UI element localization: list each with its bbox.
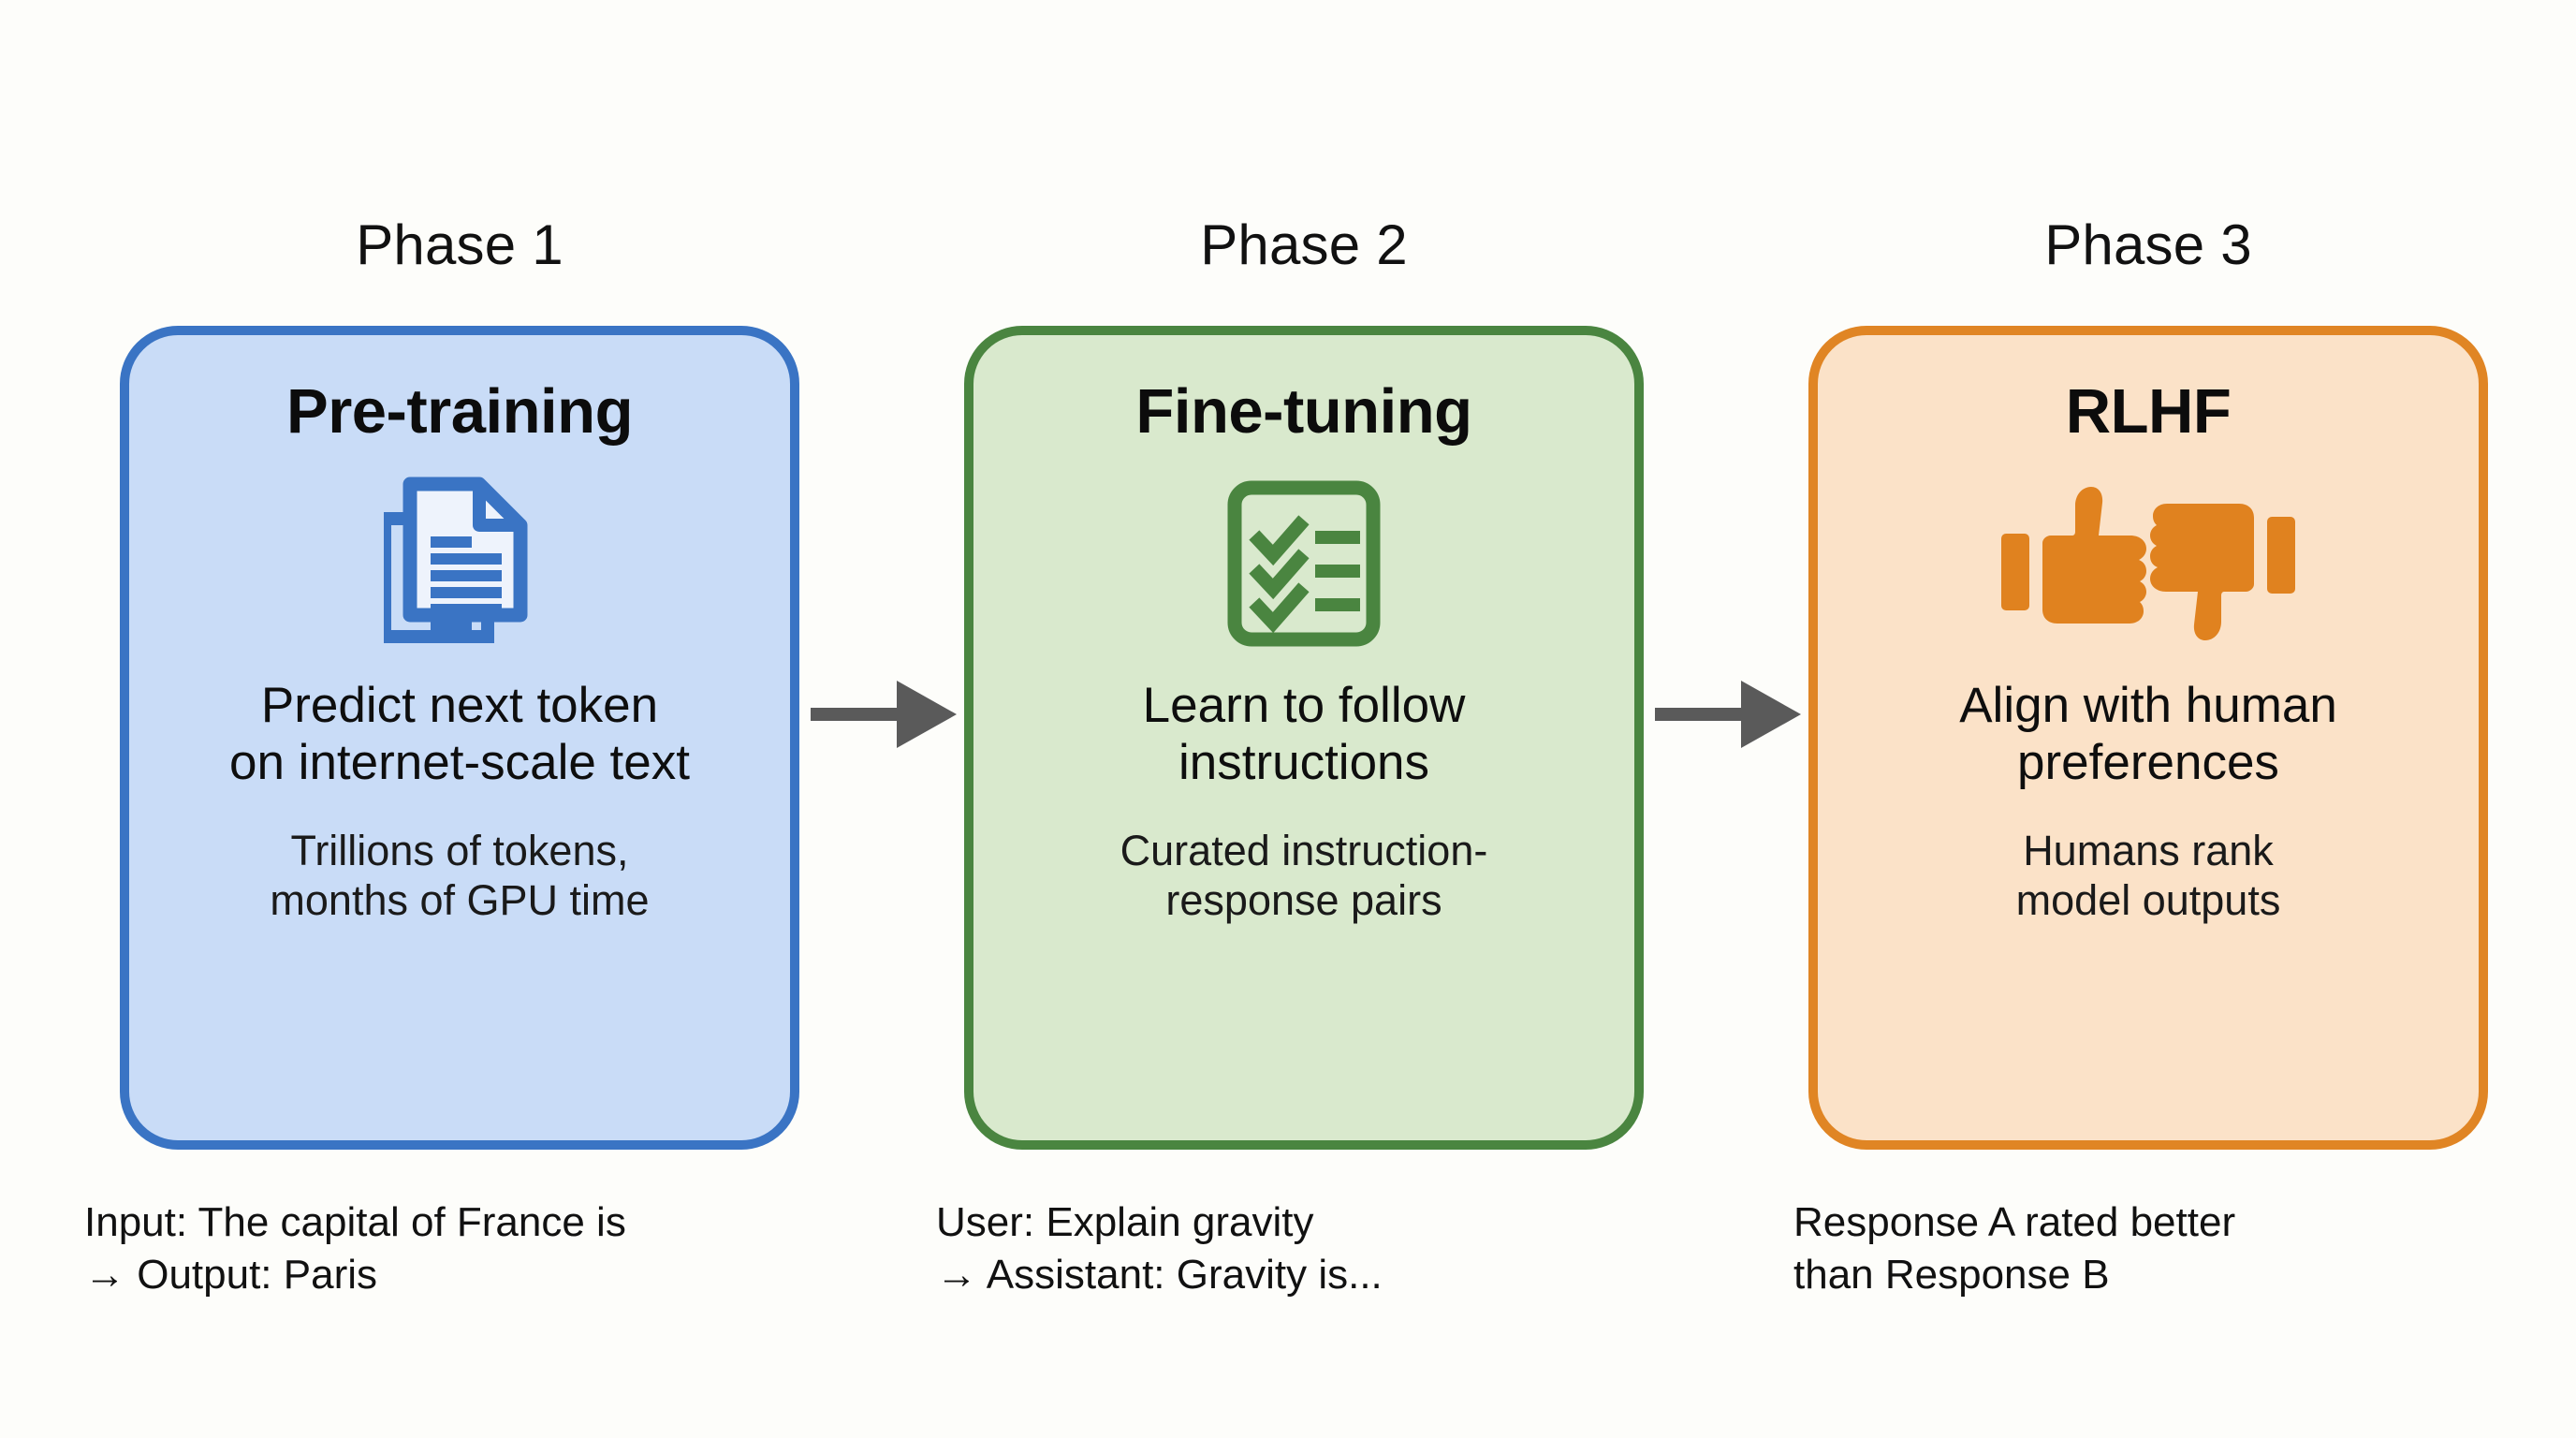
phase-label-1: Phase 1: [356, 213, 564, 276]
phase-sub-line-3b: model outputs: [2015, 876, 2281, 925]
phase-sub-line-2a: Curated instruction-: [1120, 826, 1488, 874]
phase-main-line-3b: preferences: [2017, 735, 2279, 791]
phase-title-1: Pre-training: [286, 376, 634, 447]
phase-main-line-1b: on internet-scale text: [229, 735, 690, 791]
arrow-shaft: [811, 708, 908, 721]
phase-caption-3: Response A rated better than Response B: [1793, 1196, 2542, 1302]
arrow-phase1-to-phase2: [811, 681, 957, 748]
phase-sub-text-1: Trillions of tokens, months of GPU time: [247, 826, 671, 925]
arrow-head: [1741, 681, 1801, 748]
thumbs-up-down-icon: [1999, 475, 2297, 653]
phase-box-rlhf[interactable]: RLHF Align with human: [1808, 326, 2488, 1150]
phase-main-text-1: Predict next token on internet-scale tex…: [207, 677, 712, 792]
phase-box-pre-training[interactable]: Pre-training Predic: [120, 326, 799, 1150]
phase-caption-line-1b: → Output: Paris: [84, 1252, 378, 1299]
arrow-phase2-to-phase3: [1655, 681, 1801, 748]
phase-title-3: RLHF: [2065, 376, 2232, 447]
phase-title-2: Fine-tuning: [1135, 376, 1472, 447]
arrow-shaft: [1655, 708, 1752, 721]
phase-caption-1: Input: The capital of France is → Output…: [84, 1196, 833, 1302]
phase-sub-text-2: Curated instruction- response pairs: [1098, 826, 1511, 925]
phase-caption-line-1a: Input: The capital of France is: [84, 1199, 626, 1245]
phase-box-fine-tuning[interactable]: Fine-tuning Learn to follow instr: [964, 326, 1644, 1150]
phase-main-line-1a: Predict next token: [260, 678, 659, 733]
phase-label-3: Phase 3: [2044, 213, 2252, 276]
phase-label-2: Phase 2: [1200, 213, 1408, 276]
phase-main-line-2a: Learn to follow: [1142, 678, 1466, 733]
phase-sub-text-3: Humans rank model outputs: [1994, 826, 2304, 925]
phase-caption-2: User: Explain gravity → Assistant: Gravi…: [936, 1196, 1685, 1302]
phase-sub-line-2b: response pairs: [1165, 876, 1442, 925]
phase-sub-line-3a: Humans rank: [2023, 826, 2274, 874]
phase-caption-line-3a: Response A rated better: [1793, 1199, 2236, 1245]
phase-caption-line-2b: → Assistant: Gravity is...: [936, 1252, 1383, 1299]
phase-main-line-3a: Align with human: [1959, 678, 2337, 733]
checklist-icon: [1225, 475, 1383, 653]
phase-caption-line-3b: than Response B: [1793, 1252, 2110, 1299]
phase-sub-line-1b: months of GPU time: [270, 876, 650, 925]
phase-caption-line-2a: User: Explain gravity: [936, 1199, 1314, 1245]
document-stack-icon: [376, 475, 543, 653]
arrow-head: [897, 681, 957, 748]
phase-main-text-3: Align with human preferences: [1937, 677, 2360, 792]
phase-main-line-2b: instructions: [1178, 735, 1430, 791]
phase-sub-line-1a: Trillions of tokens,: [290, 826, 629, 874]
phase-main-text-2: Learn to follow instructions: [1120, 677, 1488, 792]
